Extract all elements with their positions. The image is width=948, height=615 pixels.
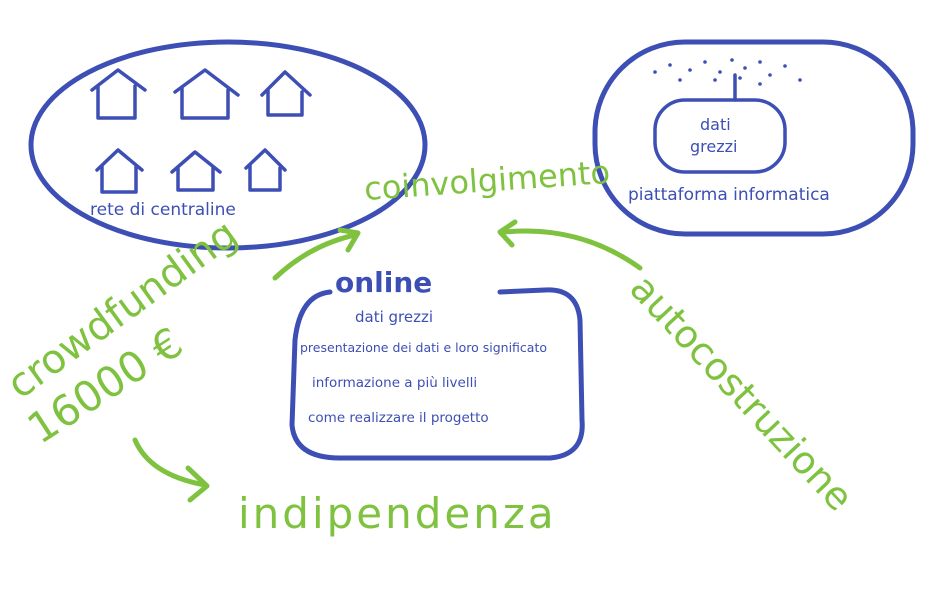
- online-title: online: [335, 266, 432, 299]
- online-item: informazione a più livelli: [312, 375, 477, 391]
- coinvolgimento-label: coinvolgimento: [363, 153, 611, 208]
- dati-grezzi-box: [653, 98, 787, 174]
- online-item: dati grezzi: [355, 308, 433, 326]
- online-item: come realizzare il progetto: [308, 410, 489, 426]
- piattaforma-shape: [592, 39, 916, 237]
- arrow-right: [497, 219, 643, 271]
- centraline-ellipse: [28, 39, 428, 251]
- online-item: presentazione dei dati e loro significat…: [300, 340, 547, 355]
- house-icon: [90, 68, 312, 194]
- arrow-down: [132, 437, 210, 503]
- autocostruzione-label: autocostruzione: [621, 266, 861, 519]
- dati-label: dati: [700, 115, 731, 134]
- centraline-label: rete di centraline: [90, 200, 236, 220]
- data-dots-icon: [653, 58, 802, 86]
- piattaforma-label: piattaforma informatica: [628, 185, 830, 205]
- indipendenza-label: indipendenza: [238, 489, 557, 538]
- grezzi-label: grezzi: [690, 137, 737, 156]
- arrow-left: [272, 227, 361, 281]
- online-box: [289, 287, 585, 461]
